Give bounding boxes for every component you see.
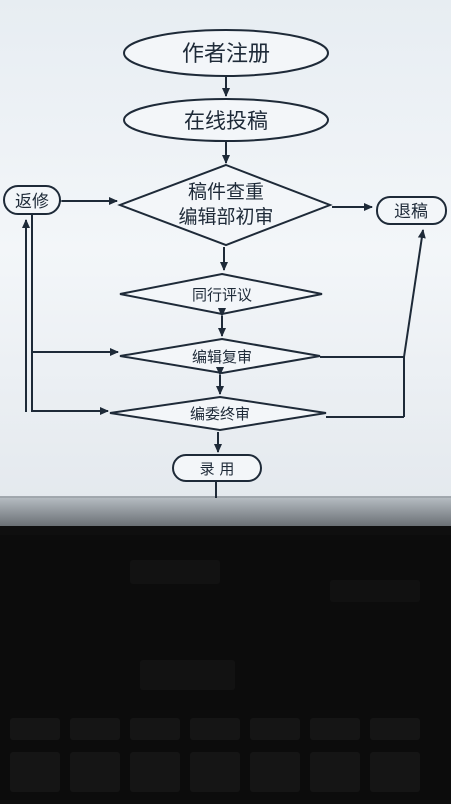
reject-label: 退稿 [394, 202, 428, 222]
revise-node [3, 185, 61, 215]
accept-node [172, 454, 262, 482]
peer-review-label: 同行评议 [192, 286, 252, 304]
flowchart [3, 29, 447, 498]
keyboard-area [0, 535, 451, 800]
final-review-label: 编委终审 [190, 405, 250, 423]
initial-review-label-line1: 稿件查重 [188, 181, 264, 203]
initial-review-label-line2: 编辑部初审 [178, 206, 273, 228]
final-review-node [109, 395, 327, 432]
reject-node [376, 196, 447, 225]
accept-label: 录 用 [200, 460, 235, 478]
submit-label: 在线投稿 [184, 109, 268, 133]
register-label: 作者注册 [182, 42, 270, 67]
screen-bezel [0, 496, 451, 526]
initial-review-node [117, 163, 333, 247]
register-node [123, 29, 329, 77]
re-review-label: 编辑复审 [192, 348, 252, 366]
revise-label: 返修 [15, 192, 49, 212]
submit-node [123, 98, 329, 142]
arrow-up-to-reject [403, 229, 426, 358]
flowchart-labels: 作者注册 在线投稿 稿件查重 编辑部初审 同行评议 编辑复审 编委终审 录 用 … [15, 42, 428, 478]
